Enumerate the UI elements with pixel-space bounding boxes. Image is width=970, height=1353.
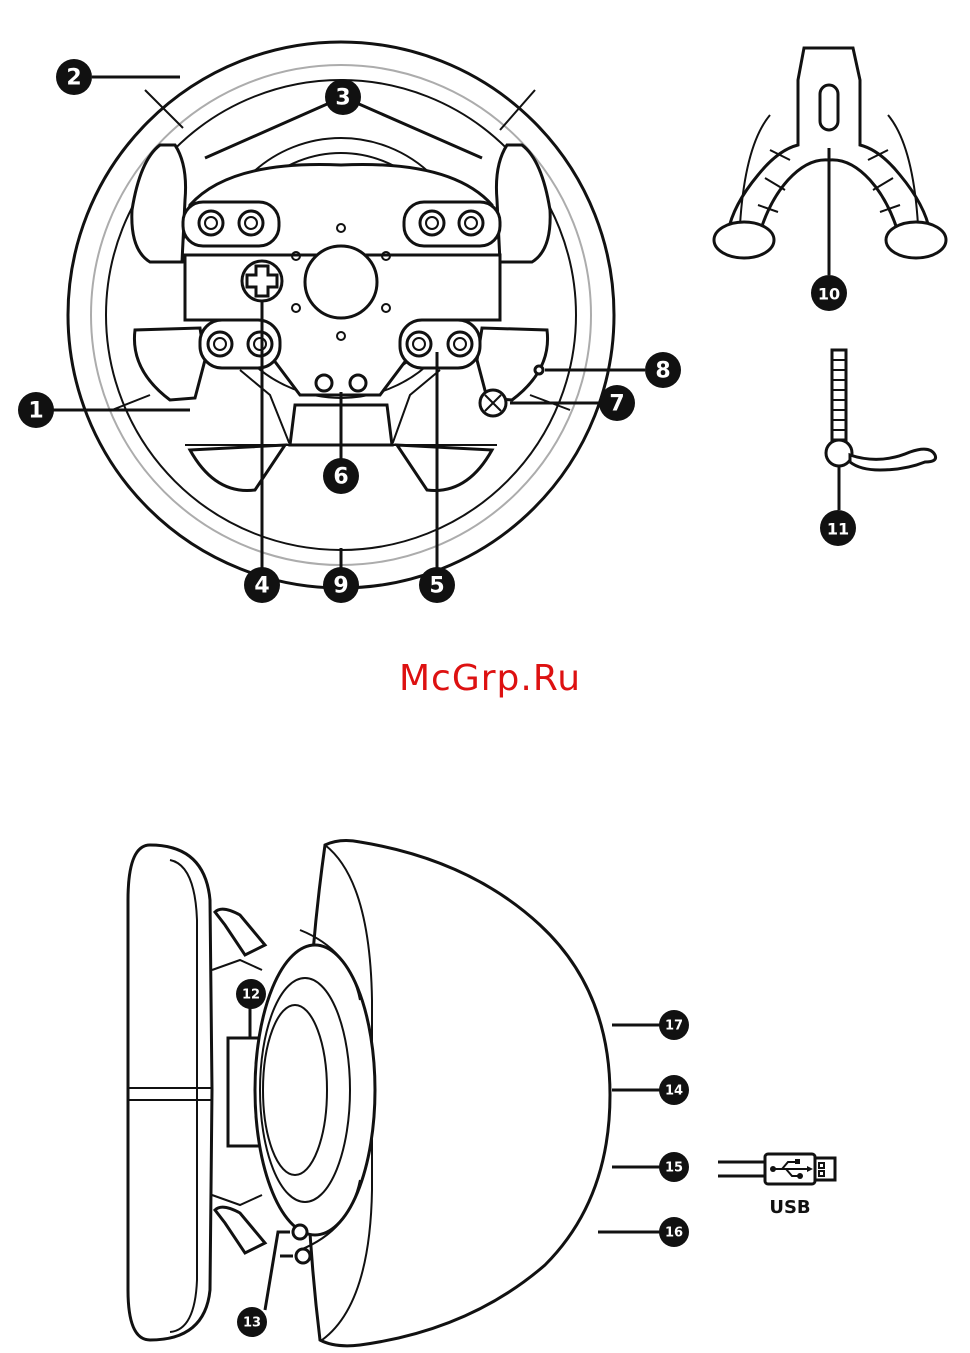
- callout-17: 17: [659, 1010, 689, 1040]
- svg-text:11: 11: [827, 520, 849, 539]
- callout-5: 5: [419, 567, 455, 603]
- svg-text:17: 17: [665, 1019, 683, 1034]
- callout-10: 10: [811, 275, 847, 311]
- svg-text:15: 15: [665, 1161, 683, 1176]
- callout-9: 9: [323, 567, 359, 603]
- dpad[interactable]: [242, 261, 282, 301]
- button-lower-left-1[interactable]: [208, 332, 232, 356]
- clamp-screw: [826, 350, 936, 510]
- button-cluster-upper-right: [404, 202, 500, 246]
- button-upper-left-2[interactable]: [239, 211, 263, 235]
- xbox-guide-button[interactable]: [480, 390, 506, 416]
- callout-6: 6: [323, 458, 359, 494]
- callout-8: 8: [645, 352, 681, 388]
- callout-15: 15: [659, 1152, 689, 1182]
- callout-16: 16: [659, 1217, 689, 1247]
- stand-foot-left: [714, 222, 774, 258]
- callout-13: 13: [237, 1307, 267, 1337]
- button-lower-left-2[interactable]: [248, 332, 272, 356]
- callout-2: 2: [56, 59, 92, 95]
- usb-label: USB: [769, 1197, 810, 1218]
- mode-button-1[interactable]: [293, 1225, 307, 1239]
- wheel-side-view: [128, 841, 660, 1346]
- svg-text:2: 2: [66, 66, 81, 91]
- button-center-right[interactable]: [350, 375, 366, 391]
- svg-text:12: 12: [242, 988, 260, 1003]
- watermark-text: McGrp.Ru: [399, 658, 581, 699]
- button-cluster-lower-left: [200, 320, 280, 368]
- svg-text:10: 10: [818, 285, 840, 304]
- svg-text:4: 4: [254, 574, 269, 599]
- callout-12: 12: [236, 979, 266, 1009]
- button-center-left[interactable]: [316, 375, 332, 391]
- callout-1: 1: [18, 392, 54, 428]
- svg-text:5: 5: [429, 574, 444, 599]
- status-led: [535, 366, 543, 374]
- hub-mount: [305, 246, 377, 318]
- svg-text:1: 1: [28, 399, 43, 424]
- stand-foot-right: [886, 222, 946, 258]
- svg-text:8: 8: [655, 359, 670, 384]
- button-upper-right-2[interactable]: [459, 211, 483, 235]
- button-cluster-lower-right: [400, 320, 480, 368]
- button-upper-left-1[interactable]: [199, 211, 223, 235]
- callout-7: 7: [599, 385, 635, 421]
- svg-text:6: 6: [333, 465, 348, 490]
- button-cluster-upper-left: [183, 202, 279, 246]
- callout-4: 4: [244, 567, 280, 603]
- button-lower-right-2[interactable]: [448, 332, 472, 356]
- stand-slot: [820, 85, 838, 130]
- button-lower-right-1[interactable]: [407, 332, 431, 356]
- svg-text:3: 3: [335, 86, 350, 111]
- callout-14: 14: [659, 1075, 689, 1105]
- svg-text:14: 14: [665, 1084, 683, 1099]
- callout-3: 3: [325, 79, 361, 115]
- callout-11: 11: [820, 510, 856, 546]
- svg-text:13: 13: [243, 1316, 261, 1331]
- wheel-rim-side: [128, 845, 212, 1340]
- svg-text:7: 7: [609, 392, 624, 417]
- svg-text:9: 9: [333, 574, 348, 599]
- button-upper-right-1[interactable]: [420, 211, 444, 235]
- wheel-front-view: [53, 42, 645, 588]
- mode-button-2[interactable]: [296, 1249, 310, 1263]
- usb-connector: USB: [718, 1154, 835, 1218]
- wheel-stand: [714, 48, 946, 275]
- svg-text:16: 16: [665, 1226, 683, 1241]
